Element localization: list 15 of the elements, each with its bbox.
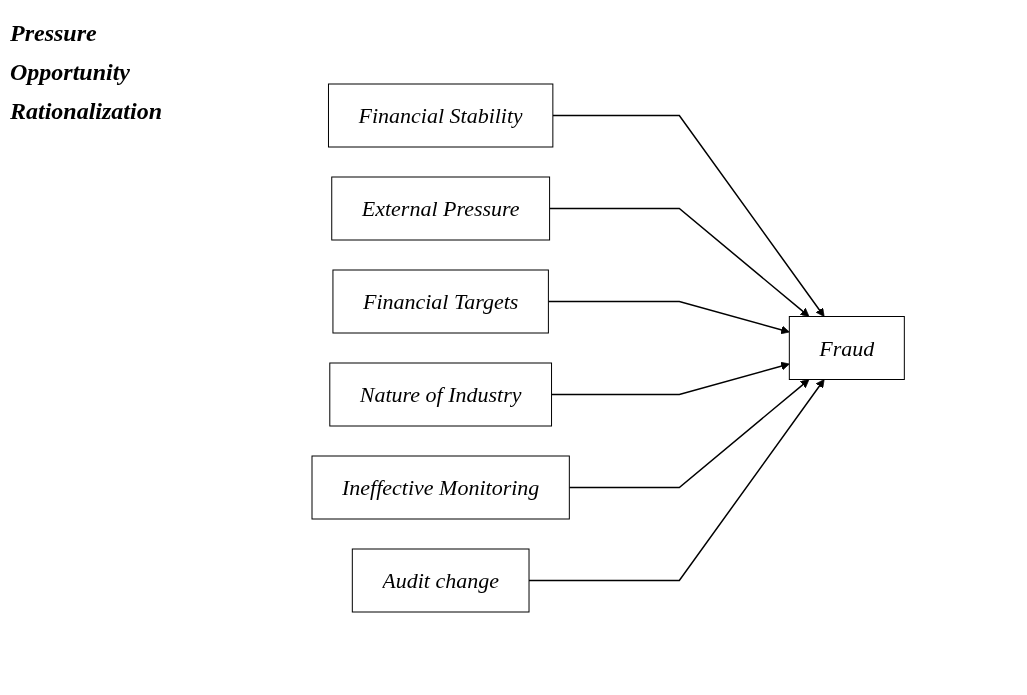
group-heading: Opportunity: [10, 59, 132, 86]
arrow: [568, 378, 810, 488]
node-box: Nature of Industry: [329, 362, 553, 426]
arrow: [552, 114, 825, 317]
node-box: Financial Stability: [328, 83, 554, 147]
node-box: Financial Targets: [332, 269, 550, 333]
arrow: [551, 361, 791, 395]
arrow: [528, 378, 825, 581]
node-box: External Pressure: [331, 176, 551, 240]
arrow: [547, 300, 791, 334]
arrow: [549, 207, 810, 317]
node-box: Fraud: [789, 315, 906, 380]
group-heading: Pressure: [10, 20, 98, 47]
node-box: Ineffective Monitoring: [311, 455, 571, 519]
group-heading: Rationalization: [10, 98, 164, 125]
